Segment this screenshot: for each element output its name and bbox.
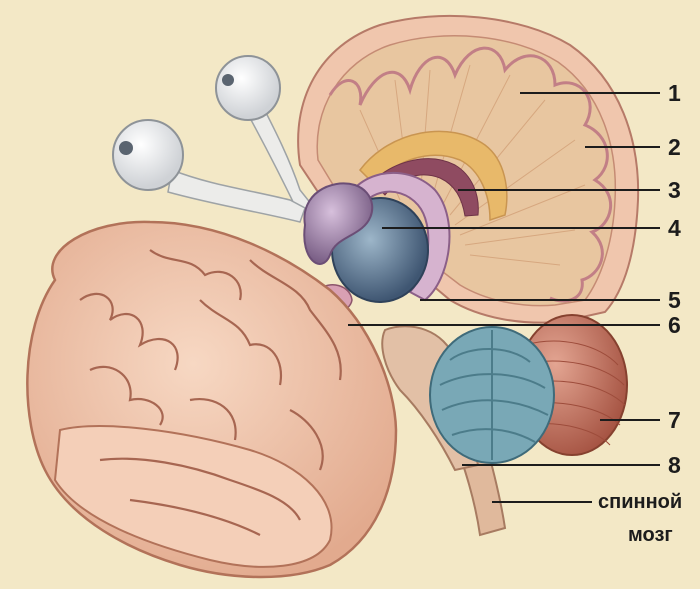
label-spinal-cord-line1: спинной [598,491,683,513]
eyeball-lower [112,119,184,191]
leader-lines [348,92,660,503]
sulci [79,249,342,536]
label-6: 6 [668,312,681,338]
label-5: 5 [668,287,681,313]
pupil-upper [222,74,234,86]
label-7: 7 [668,407,681,433]
label-3: 3 [668,177,681,203]
pons-striations [519,340,626,446]
hindbrain [381,314,628,537]
cerebellum-folia [439,330,549,460]
label-spinal-cord-line2: мозг [628,524,673,546]
temporal-lobe [53,425,333,568]
eyeball-upper [215,55,281,121]
caudate-body [303,182,374,265]
label-8: 8 [668,452,681,478]
optic-pathway [112,55,314,223]
label-2: 2 [668,134,681,160]
label-1: 1 [668,80,681,106]
pupil-lower [119,141,133,155]
corpus-callosum [359,130,508,222]
optic-nerve-lower [167,168,306,223]
gyri-pattern [328,46,613,303]
label-4: 4 [668,215,681,241]
whole-brain-lateral [26,220,398,579]
